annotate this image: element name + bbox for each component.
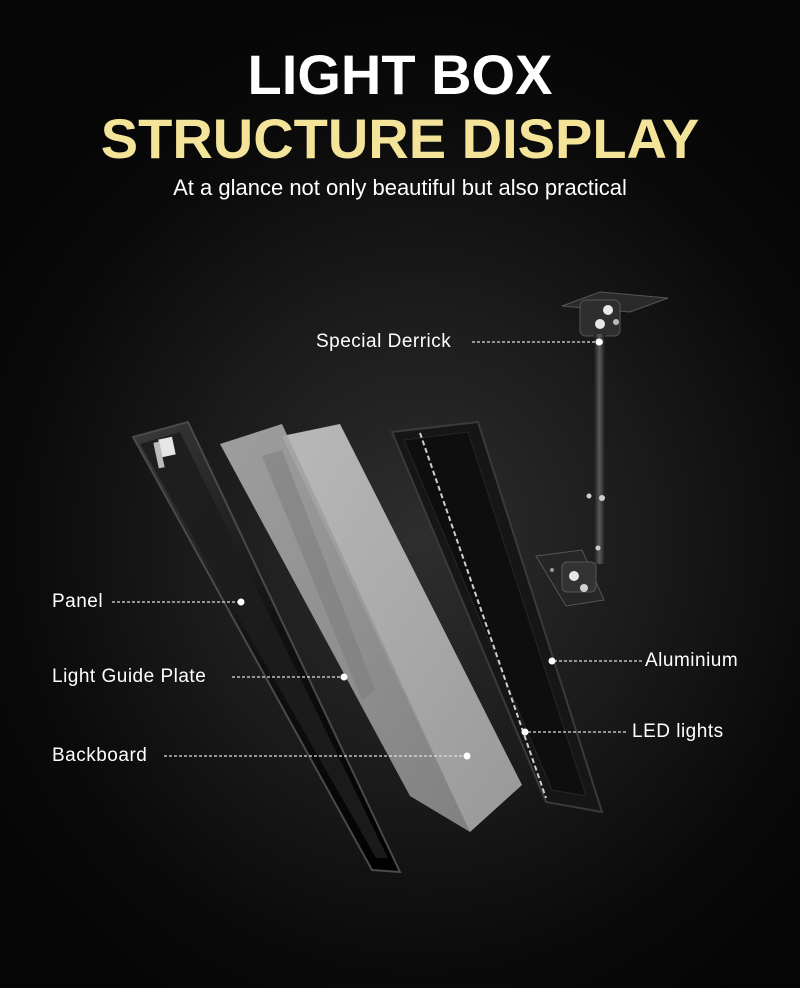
label-light-guide-plate: Light Guide Plate (52, 666, 207, 687)
dot-aluminium (548, 657, 556, 665)
dot-backboard (463, 752, 471, 760)
label-led-lights: LED lights (632, 721, 724, 742)
panel (131, 420, 402, 874)
aluminium-frame (390, 420, 604, 814)
dot-light-guide-plate (340, 673, 348, 681)
leader-dots (237, 338, 603, 760)
label-aluminium: Aluminium (645, 650, 739, 671)
led-strip (419, 432, 547, 799)
leader-lines (112, 341, 642, 757)
label-backboard: Backboard (52, 745, 148, 766)
dot-led-lights (521, 728, 529, 736)
label-special-derrick: Special Derrick (316, 331, 452, 352)
subtitle: At a glance not only beautiful but also … (173, 175, 627, 200)
backboard-plate (282, 424, 522, 832)
title-line-1: LIGHT BOX (247, 43, 553, 106)
dot-special-derrick (595, 338, 603, 346)
title-line-2: STRUCTURE DISPLAY (100, 107, 700, 170)
dot-panel (237, 598, 245, 606)
label-panel: Panel (52, 591, 104, 612)
light-guide-plate (220, 424, 470, 832)
special-derrick (535, 291, 669, 607)
